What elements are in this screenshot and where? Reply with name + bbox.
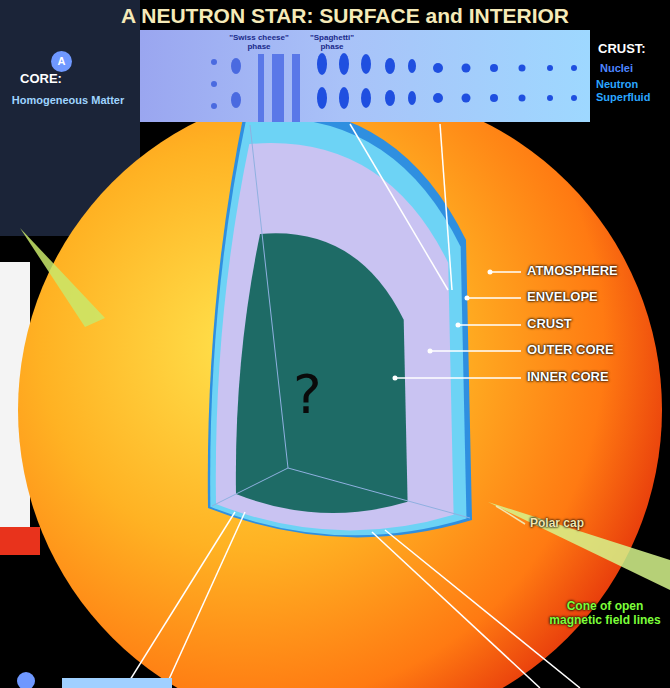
- slab-stripe: [272, 54, 284, 122]
- callout-circle: [17, 672, 35, 688]
- nucleus-dot: [571, 65, 577, 71]
- magnetic-cone: [488, 502, 670, 590]
- nucleus-dot: [571, 95, 577, 101]
- outer-core-layer: [216, 143, 454, 530]
- nucleus-dot: [547, 65, 553, 71]
- callout-circle: A: [51, 51, 72, 72]
- nucleus-dot: [211, 59, 217, 65]
- slab-stripe: [258, 54, 264, 122]
- rod-nucleus: [385, 90, 395, 106]
- leader-line: [350, 124, 448, 290]
- layer-label: CRUST: [527, 317, 572, 332]
- leader-dot: [428, 349, 433, 354]
- layer-label: ENVELOPE: [527, 290, 598, 305]
- label-box: [62, 678, 172, 688]
- nucleus-dot: [547, 95, 553, 101]
- nucleus-dot: [490, 94, 498, 102]
- leader-line: [165, 512, 245, 688]
- nucleus-dot: [462, 94, 471, 103]
- leader-line: [458, 324, 521, 326]
- phase-label: "Spaghetti" phase: [302, 33, 362, 51]
- rod-nucleus: [361, 88, 371, 108]
- rod-nucleus: [339, 87, 349, 109]
- rod-nucleus: [385, 58, 395, 74]
- star-sphere: [18, 88, 662, 688]
- unknown-mark: ?: [293, 368, 322, 422]
- leader-line: [467, 297, 521, 299]
- leader-dot: [488, 270, 493, 275]
- nucleus-dot: [211, 103, 217, 109]
- diagram-title: A NEUTRON STAR: SURFACE and INTERIOR: [121, 4, 569, 28]
- leader-line: [440, 124, 452, 290]
- rod-nucleus: [361, 54, 371, 74]
- layer-label: INNER CORE: [527, 370, 609, 385]
- nucleus-dot: [231, 58, 241, 74]
- nucleus-dot: [211, 81, 217, 87]
- rod-nucleus: [408, 59, 416, 73]
- magnetic-cone: [20, 228, 105, 327]
- section-note: Neutron Superfluid: [596, 78, 666, 103]
- nucleus-dot: [433, 63, 443, 73]
- slab-stripe: [292, 54, 300, 122]
- feature-label: Cone of open magnetic field lines: [548, 600, 662, 628]
- nucleus-dot: [231, 92, 241, 108]
- layer-label: OUTER CORE: [527, 343, 614, 358]
- leader-line: [490, 271, 521, 273]
- nucleus-dot: [490, 64, 498, 72]
- callout-letter: A: [58, 55, 66, 68]
- nucleus-dot: [519, 65, 526, 72]
- leader-line: [372, 532, 540, 688]
- section-heading: CRUST:: [598, 42, 646, 57]
- leader-line: [395, 377, 521, 379]
- rod-nucleus: [339, 53, 349, 75]
- rod-nucleus: [408, 91, 416, 105]
- nucleus-dot: [433, 93, 443, 103]
- cut-edge: [288, 468, 470, 518]
- leader-line: [430, 350, 521, 352]
- section-heading: CORE:: [20, 72, 62, 87]
- envelope-layer: [208, 107, 472, 537]
- leader-line: [385, 530, 580, 688]
- phase-label: "Swiss cheese" phase: [226, 33, 292, 51]
- leader-dot: [456, 323, 461, 328]
- leader-line: [125, 512, 235, 688]
- section-note: Homogeneous Matter: [10, 94, 126, 107]
- nucleus-dot: [462, 64, 471, 73]
- background-bar: [0, 527, 40, 555]
- nucleus-dot: [519, 95, 526, 102]
- inner-core-layer: [236, 233, 408, 513]
- leader-line: [496, 506, 525, 524]
- section-note: Nuclei: [600, 62, 633, 75]
- crust-layer: [210, 118, 466, 536]
- cut-edge: [250, 125, 288, 468]
- inset-panel: [140, 30, 590, 122]
- leader-dot: [465, 296, 470, 301]
- rod-nucleus: [317, 87, 327, 109]
- layer-label: ATMOSPHERE: [527, 264, 618, 279]
- leader-dot: [393, 376, 398, 381]
- rod-nucleus: [317, 53, 327, 75]
- cut-edge: [212, 468, 288, 506]
- feature-label: Polar cap: [530, 517, 584, 531]
